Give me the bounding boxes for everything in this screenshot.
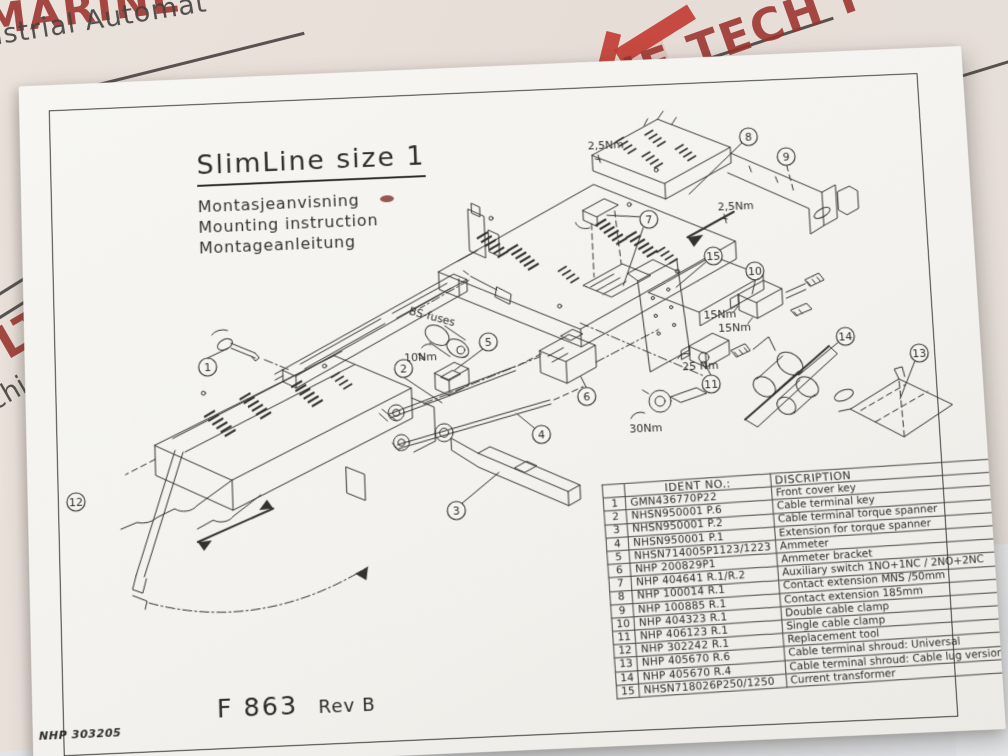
part-extension-rod [391,386,585,451]
torque-15nm-label: 15Nm [703,307,736,321]
svg-text:3: 3 [453,504,461,518]
svg-text:5: 5 [485,336,493,349]
svg-text:15: 15 [706,250,721,264]
part-fuse-switch-unit [117,347,442,616]
callout-3: 3 [446,472,501,520]
torque-15nm-label: 15Nm [718,321,751,335]
part-current-transformer [642,387,708,413]
callout-1: 1 [198,348,230,378]
svg-text:12: 12 [69,496,83,510]
callout-7: 7 [607,210,661,286]
svg-text:2: 2 [400,362,407,375]
callout-15: 15 [674,247,724,287]
part-square-adapter [434,362,471,397]
svg-text:1: 1 [204,361,211,374]
direction-arrow [686,212,735,248]
callout-2: 2 [394,359,443,404]
svg-text:7: 7 [645,213,653,226]
callout-9: 9 [777,147,797,194]
instruction-sheet: SlimLine size 1 Montasjeanvisning Mounti… [18,45,1006,756]
callout-5: 5 [453,333,498,371]
svg-text:13: 13 [912,347,927,361]
callout-4: 4 [515,412,550,444]
doc-number: F 863 [216,690,299,724]
revision-label: Rev B [318,694,377,719]
callout-8: 8 [686,128,761,194]
callout-6: 6 [577,376,597,406]
torque-10nm-label: 10Nm [404,350,437,364]
exploded-view-diagram: BS-fuses 10Nm [37,93,987,642]
svg-text:4: 4 [538,428,546,441]
torque-30nm-label: 30Nm [629,421,663,436]
callout-12: 12 [67,493,86,512]
part-ammeter-block [421,326,661,404]
torque-2-5nm-label: 2,5Nm [717,199,754,213]
part-shroud-cable-lug [741,334,842,428]
svg-text:14: 14 [838,330,853,344]
svg-text:8: 8 [745,131,753,144]
torque-2-5nm-label: 2,5Nm [587,138,624,152]
svg-text:11: 11 [704,378,719,392]
callout-14: 14 [796,327,856,375]
part-double-cable-clamp [729,273,826,320]
svg-text:10: 10 [748,265,763,279]
screwdriver-icon [463,269,511,307]
part-shroud-universal [834,365,954,440]
callout-13: 13 [897,344,931,399]
svg-text:9: 9 [782,151,790,164]
svg-text:6: 6 [583,390,591,403]
torque-25nm-label: 25 Nm [682,359,719,374]
part-main-chassis [415,177,768,387]
part-top-cover [590,108,733,202]
callout-10: 10 [745,262,765,294]
